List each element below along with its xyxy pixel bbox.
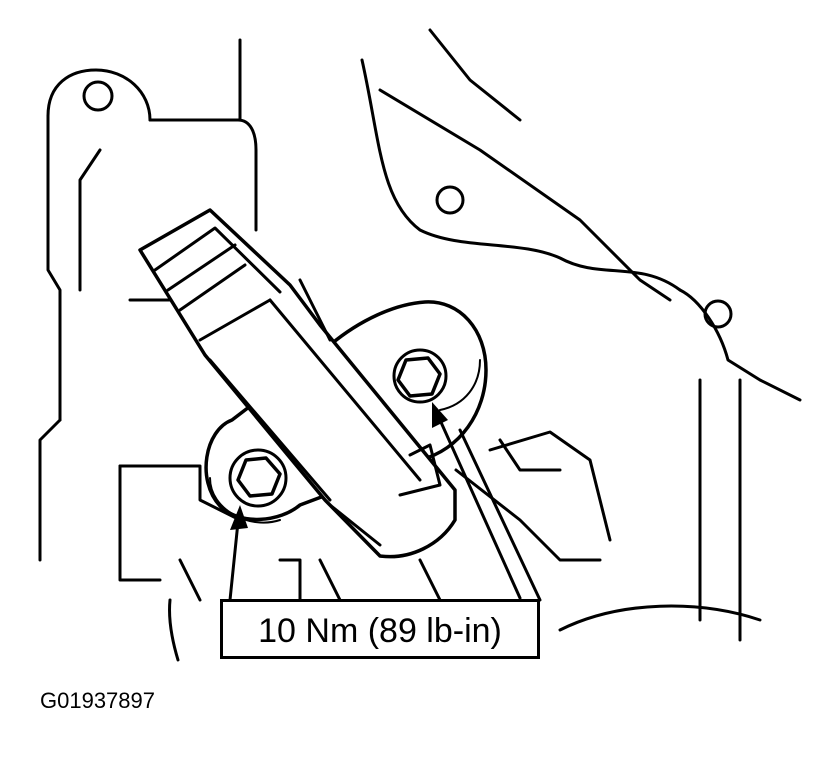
torque-callout-label: 10 Nm (89 lb-in) xyxy=(258,612,502,650)
figure-id-label: G01937897 xyxy=(40,688,155,713)
engine-housing-outline xyxy=(38,28,802,662)
arrow-icon xyxy=(432,402,522,600)
arrow-icon xyxy=(228,505,248,602)
bolt-hex-icon xyxy=(228,448,288,508)
callout-leader xyxy=(458,428,542,602)
bolt-hex-icon xyxy=(392,348,448,404)
sensor-connector-icon xyxy=(138,208,457,559)
housing-hole-top-left xyxy=(82,80,114,112)
housing-hole-center xyxy=(435,185,465,215)
torque-callout-box: 10 Nm (89 lb-in) xyxy=(220,599,540,659)
housing-hole-right xyxy=(703,299,733,329)
